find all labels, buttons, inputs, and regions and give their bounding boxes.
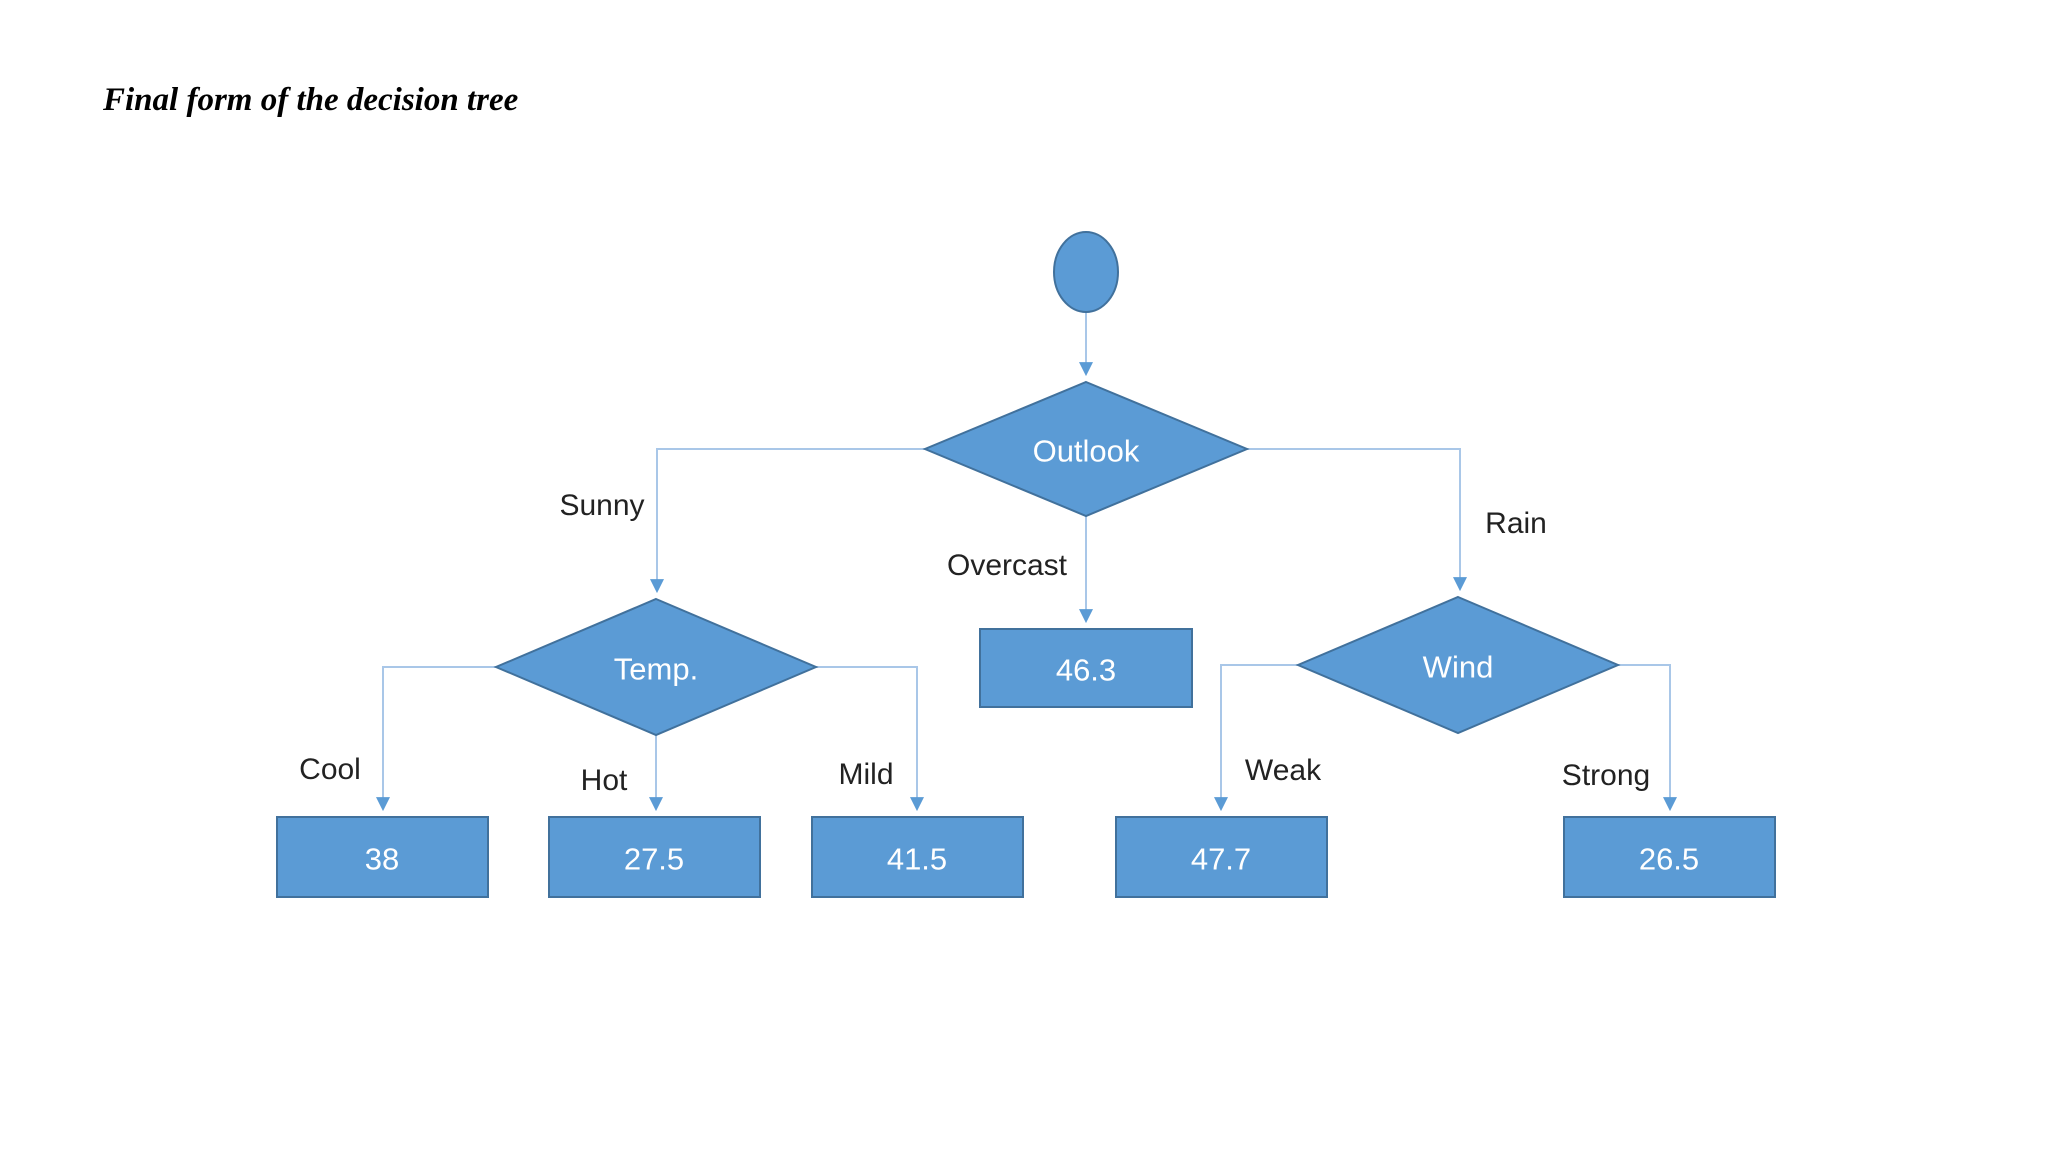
leaf-value-strong: 26.5 (1638, 841, 1700, 877)
leaf-box-weak (1115, 816, 1328, 898)
leaf-box-mild (811, 816, 1024, 898)
edge-mild (816, 666, 924, 812)
edge-label-cool: Cool (299, 753, 361, 786)
edge-label-overcast: Overcast (946, 549, 1068, 582)
leaf-box-overcast (979, 628, 1193, 708)
leaf-value-overcast: 46.3 (1055, 652, 1117, 688)
leaf-box-strong (1563, 816, 1776, 898)
leaf-value-cool: 38 (364, 841, 400, 877)
leaf-box-cool (276, 816, 489, 898)
wind-node-label: Wind (1422, 649, 1494, 685)
temp-node-label: Temp. (613, 651, 699, 687)
edge-strong (1618, 664, 1677, 812)
start-circle (1053, 231, 1119, 313)
edge-sunny (650, 448, 925, 594)
edge-rain (1247, 448, 1467, 592)
edge-weak (1214, 664, 1298, 812)
edge-label-sunny: Sunny (559, 489, 645, 522)
temp-diamond (493, 597, 819, 737)
outlook-node-label: Outlook (1032, 433, 1140, 469)
outlook-diamond (922, 380, 1250, 518)
edge-label-hot: Hot (580, 764, 628, 797)
edge-label-rain: Rain (1485, 507, 1547, 540)
edge-label-mild: Mild (838, 758, 894, 791)
edge-cool (376, 666, 496, 812)
page-title: Final form of the decision tree (103, 82, 519, 118)
leaf-value-weak: 47.7 (1190, 841, 1252, 877)
leaf-box-hot (548, 816, 761, 898)
edge-label-strong: Strong (1561, 759, 1651, 792)
leaf-value-hot: 27.5 (623, 841, 685, 877)
leaf-value-mild: 41.5 (886, 841, 948, 877)
edge-label-weak: Weak (1244, 754, 1322, 787)
wind-diamond (1295, 595, 1621, 735)
